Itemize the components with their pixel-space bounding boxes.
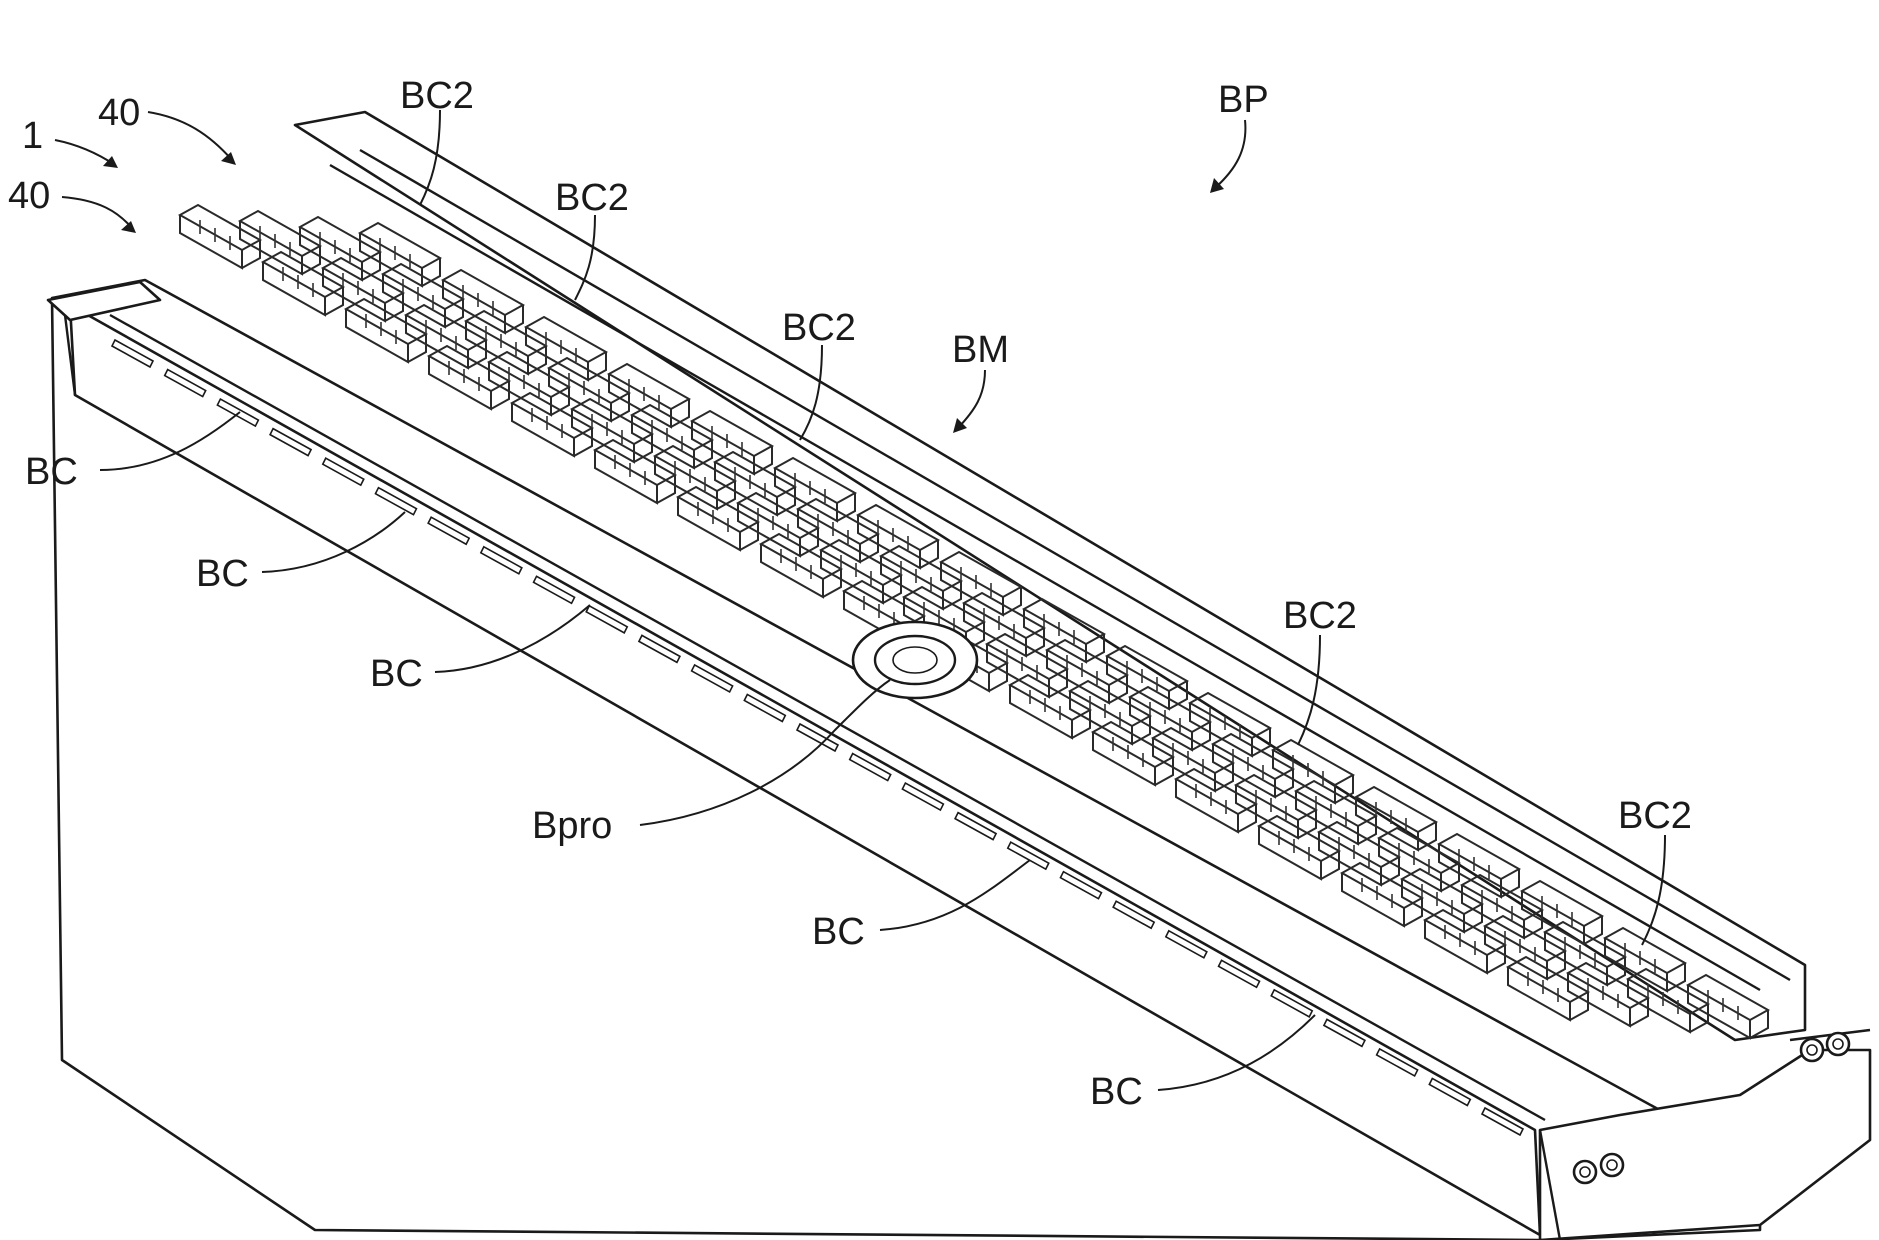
central-protrusion — [853, 622, 977, 698]
label-bp: BP — [1218, 79, 1269, 121]
cell-detail — [260, 226, 290, 256]
cell-detail — [712, 426, 742, 456]
label-ref-40-upper: 40 — [98, 92, 140, 134]
cell-module — [180, 205, 260, 268]
label-bc-a: BC — [25, 451, 78, 493]
cell-detail — [380, 238, 410, 268]
label-bc2-d: BC2 — [1283, 595, 1357, 637]
label-bm: BM — [952, 329, 1009, 371]
label-bc2-e: BC2 — [1618, 795, 1692, 837]
label-ref-40-lower: 40 — [8, 175, 50, 217]
label-bc-c: BC — [370, 653, 423, 695]
cell-detail — [320, 232, 350, 262]
label-bc2-c: BC2 — [782, 307, 856, 349]
cell-module — [240, 211, 320, 274]
label-bc-b: BC — [196, 553, 249, 595]
label-bc-e: BC — [1090, 1071, 1143, 1113]
label-bpro: Bpro — [532, 805, 612, 847]
cell-detail — [961, 567, 991, 597]
cell-detail — [878, 520, 908, 550]
label-bc-d: BC — [812, 911, 865, 953]
label-ref-1: 1 — [22, 115, 43, 157]
cell-detail — [795, 473, 825, 503]
cell-detail — [629, 379, 659, 409]
cell-detail — [546, 332, 576, 362]
cell-detail — [463, 285, 493, 315]
label-bc2-a: BC2 — [400, 75, 474, 117]
cell-detail — [200, 220, 230, 250]
label-bc2-b: BC2 — [555, 177, 629, 219]
